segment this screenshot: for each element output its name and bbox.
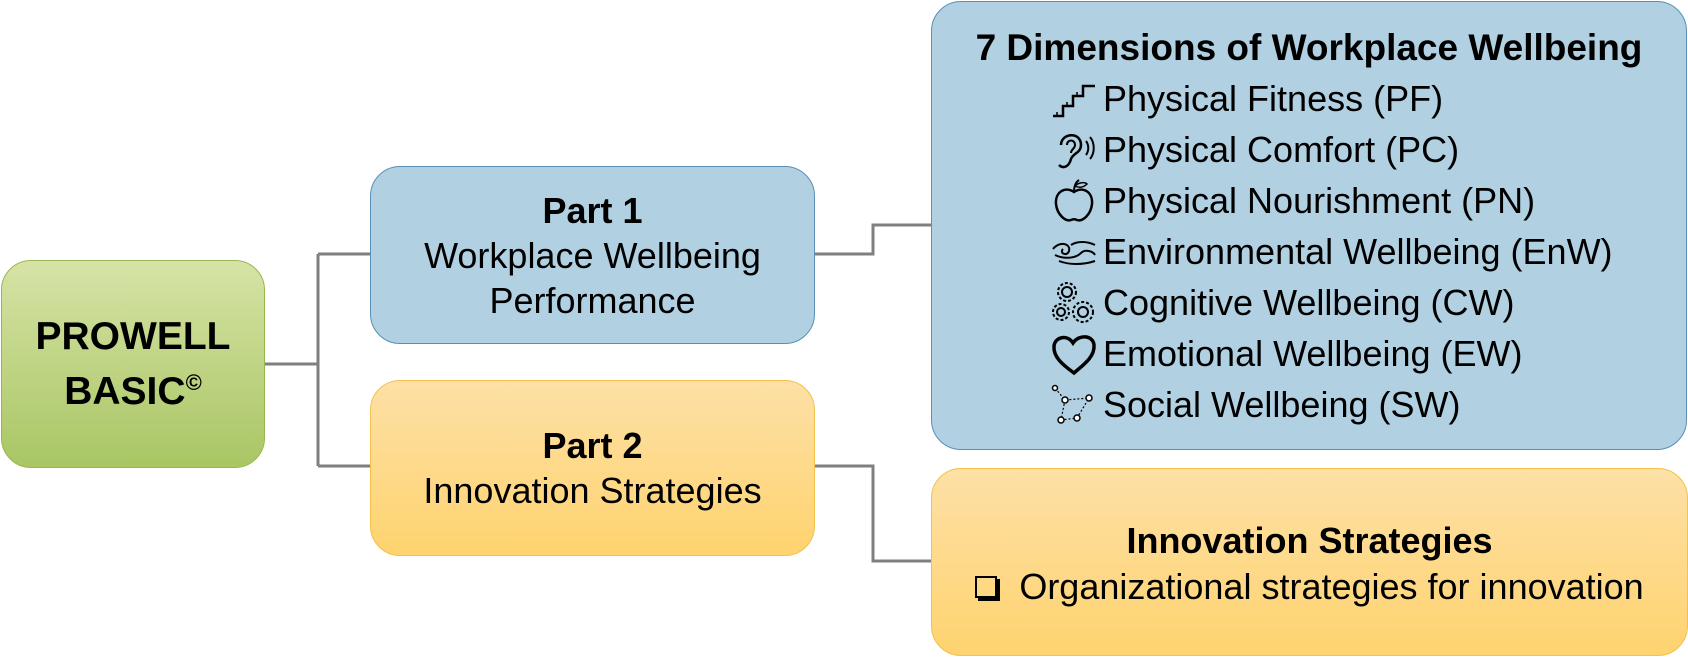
gears-icon	[1047, 279, 1101, 327]
root-subtitle: BASIC	[64, 369, 186, 413]
part1-line1: Workplace Wellbeing	[424, 234, 761, 276]
copyright-symbol: ©	[185, 369, 202, 395]
root-node-prowell-basic: PROWELL BASIC©	[1, 260, 265, 468]
connector-part2-innovation	[815, 464, 931, 563]
dimension-label: Social Wellbeing (SW)	[1103, 383, 1461, 425]
heart-icon	[1047, 330, 1101, 378]
dimension-label: Emotional Wellbeing (EW)	[1103, 332, 1523, 374]
dimension-item: Physical Fitness (PF)	[932, 73, 1686, 124]
innovation-list-item: Organizational strategies for innovation	[975, 564, 1644, 610]
dimension-label: Cognitive Wellbeing (CW)	[1103, 281, 1515, 323]
stairs-icon	[1047, 75, 1101, 123]
network-icon	[1047, 381, 1101, 429]
dimension-label: Physical Nourishment (PN)	[1103, 179, 1536, 221]
dimension-item: Physical Comfort (PC)	[932, 124, 1686, 175]
dimension-item: Social Wellbeing (SW)	[932, 379, 1686, 430]
dimension-item: Environmental Wellbeing (EnW)	[932, 226, 1686, 277]
root-title: PROWELL	[35, 314, 231, 358]
connector-part1-dimensions	[815, 223, 931, 256]
part2-title: Part 2	[542, 425, 643, 466]
ear-icon	[1047, 126, 1101, 174]
part1-node: Part 1 Workplace Wellbeing Performance	[370, 166, 815, 344]
dimensions-title: 7 Dimensions of Workplace Wellbeing	[975, 27, 1643, 68]
dimension-label: Physical Comfort (PC)	[1103, 128, 1460, 170]
dimensions-node: 7 Dimensions of Workplace Wellbeing Phys…	[931, 1, 1687, 450]
innovation-title: Innovation Strategies	[1126, 520, 1493, 561]
part1-title: Part 1	[542, 189, 643, 231]
dimension-item: Physical Nourishment (PN)	[932, 175, 1686, 226]
part2-node: Part 2 Innovation Strategies	[370, 380, 815, 556]
dimension-item: Cognitive Wellbeing (CW)	[932, 277, 1686, 328]
apple-icon	[1047, 177, 1101, 225]
dimension-label: Environmental Wellbeing (EnW)	[1103, 230, 1613, 272]
innovation-item-label: Organizational strategies for innovation	[1019, 566, 1644, 607]
dimension-label: Physical Fitness (PF)	[1103, 77, 1444, 119]
part1-line2: Performance	[489, 279, 696, 321]
dimension-item: Emotional Wellbeing (EW)	[932, 328, 1686, 379]
part2-line1: Innovation Strategies	[423, 470, 762, 511]
connector-root-branch	[265, 252, 370, 468]
innovation-node: Innovation Strategies Organizational str…	[931, 468, 1688, 656]
checkbox-icon	[975, 576, 998, 598]
wind-icon	[1047, 228, 1101, 276]
